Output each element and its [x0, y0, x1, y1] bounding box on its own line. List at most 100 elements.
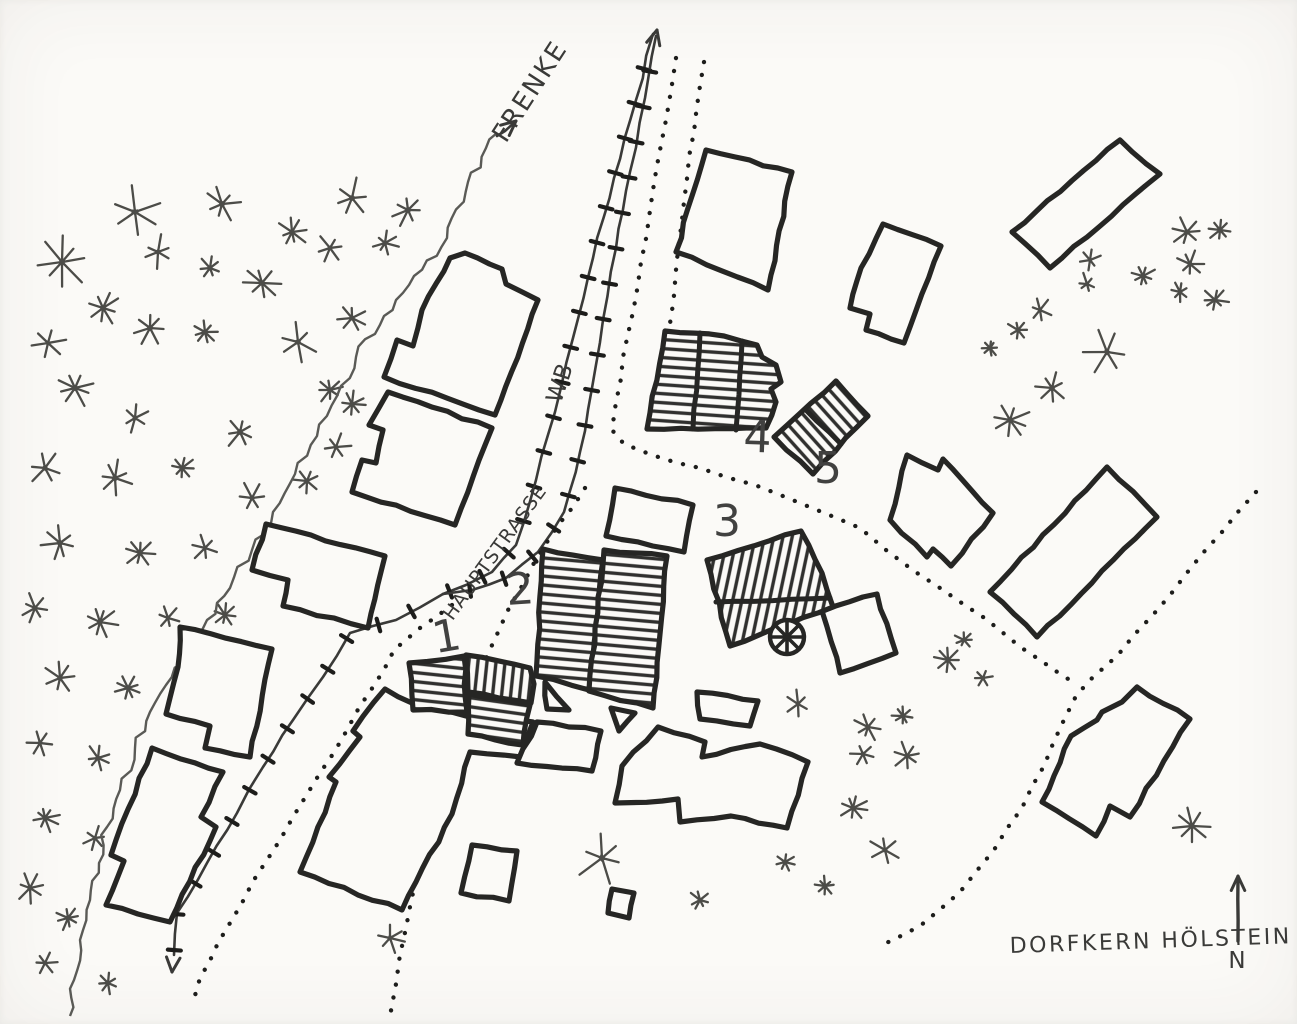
tree-symbol — [35, 951, 59, 975]
tree-symbol — [30, 329, 68, 359]
railway-tie — [588, 238, 606, 247]
building-bottom-right — [1039, 684, 1193, 839]
tree-symbol — [1176, 249, 1206, 275]
tree-symbol — [1171, 216, 1201, 245]
building-number-4: 4 — [743, 412, 773, 464]
tree-symbol — [101, 458, 134, 497]
tree-symbol — [1171, 806, 1212, 844]
railway-tie — [499, 570, 509, 587]
building-divider — [733, 338, 745, 433]
tree-symbol — [775, 853, 796, 872]
tree-symbol — [125, 541, 157, 566]
shed-tiny-south — [605, 886, 637, 921]
railway-tie — [279, 723, 295, 735]
railway-tie — [320, 663, 336, 675]
railway-tie — [597, 204, 615, 212]
building-west-rail-mid — [349, 389, 495, 528]
railway-tie — [576, 422, 594, 429]
railway-tie — [569, 457, 587, 465]
tree-symbol — [86, 607, 120, 639]
building-top-right — [1009, 137, 1163, 271]
north-arrow-head — [1229, 874, 1240, 893]
building-right-long — [987, 464, 1160, 640]
railway-tie — [445, 583, 455, 600]
compass-label: N — [1228, 948, 1245, 974]
tree-symbol — [1170, 281, 1188, 304]
tree-symbol — [337, 176, 367, 214]
railway-tie — [601, 280, 619, 287]
building-west-rail-north — [381, 250, 541, 418]
river-frenke — [68, 119, 1240, 1017]
railway-arrow-north — [645, 28, 659, 44]
railway-tie — [570, 308, 588, 317]
tree-symbol — [125, 403, 150, 434]
railway-line — [441, 32, 655, 596]
tree-symbol — [1031, 297, 1053, 322]
railway-tie — [594, 315, 612, 323]
building-number-2: 2 — [504, 563, 535, 616]
building-number-3: 3 — [713, 496, 741, 547]
tree-symbol — [87, 744, 111, 772]
buildings-group — [103, 137, 1193, 925]
tree-symbol — [158, 605, 181, 627]
tree-symbol — [193, 319, 219, 344]
wedge-under-2-east — [608, 705, 638, 734]
tree-symbol — [171, 456, 195, 479]
tree-symbol — [1203, 289, 1231, 311]
railway-tie — [260, 753, 276, 765]
tree-symbol — [1078, 248, 1102, 272]
tree-symbol — [993, 404, 1031, 438]
tree-symbol — [199, 255, 220, 278]
tree-symbol — [578, 832, 620, 885]
tree-symbol — [98, 971, 118, 996]
railway-tie — [300, 693, 316, 705]
river-arrow — [507, 119, 518, 138]
railway-arrow-north — [655, 28, 662, 48]
tree-symbol — [114, 184, 162, 236]
hatched-building-2-east — [586, 547, 670, 711]
railway-tie — [620, 174, 638, 181]
railway-tie — [205, 846, 222, 858]
railway-tie — [607, 244, 625, 252]
railway-tie — [579, 273, 597, 282]
tree-symbol — [55, 907, 79, 932]
tree-symbol — [323, 432, 353, 459]
tree-symbol — [953, 631, 973, 648]
tree-symbol — [341, 389, 367, 416]
railway-tie — [627, 138, 645, 146]
tree-symbol — [1034, 371, 1065, 403]
tree-symbol — [893, 740, 920, 770]
tree-symbol — [973, 669, 994, 687]
railway-tie — [338, 633, 355, 645]
building-left-bank-south — [103, 745, 226, 925]
hatched-building-1c — [465, 691, 533, 748]
railway-tie — [535, 448, 553, 456]
tree-symbol — [213, 602, 237, 626]
tree-symbol — [1081, 328, 1126, 374]
building-below-2 — [514, 719, 604, 774]
tree-symbol — [813, 874, 835, 896]
railway-tie — [588, 351, 606, 358]
river-arrow — [499, 119, 518, 127]
tree-symbol — [191, 533, 219, 560]
railway-tie — [477, 568, 488, 585]
building-south-irregular — [612, 724, 811, 831]
tree-symbol — [839, 795, 869, 820]
railway-tie — [501, 546, 516, 560]
tree-symbol — [21, 591, 49, 624]
tree-symbol — [144, 233, 170, 270]
tree-symbol — [848, 745, 875, 766]
railway-tie — [545, 413, 562, 422]
building-small-center — [694, 689, 761, 729]
tree-symbol — [132, 313, 165, 345]
tree-symbol — [1006, 321, 1029, 340]
railway-arrow-south — [165, 955, 174, 974]
railway-tie — [525, 482, 543, 491]
tree-symbol — [1078, 271, 1096, 292]
tree-symbol — [18, 872, 45, 905]
railway-tie — [165, 947, 183, 953]
tree-symbol — [336, 306, 367, 331]
river-arrow-shaft — [495, 119, 518, 138]
